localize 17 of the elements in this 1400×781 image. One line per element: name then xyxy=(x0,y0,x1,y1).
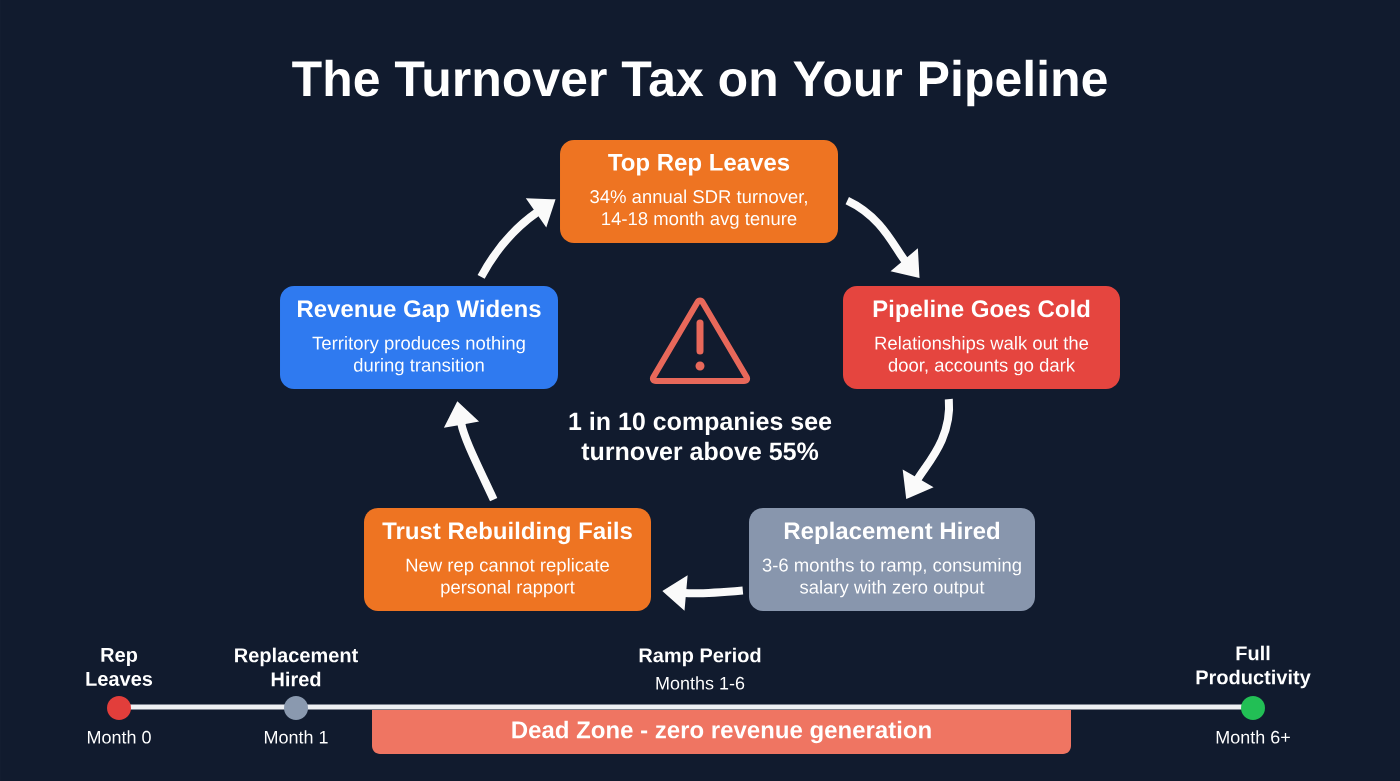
process-box: Trust Rebuilding Fails New rep cannot replicate personal rapport xyxy=(364,508,651,611)
process-box: Pipeline Goes Cold Relationships walk out the door, accounts go dark xyxy=(843,286,1120,389)
timeline-label: Rep Leaves xyxy=(86,648,153,686)
highlight-bar: Dead Zone - zero revenue generation xyxy=(372,710,1071,754)
timeline-label: Month 0 xyxy=(87,730,151,744)
title: The Turnover Tax on Your Pipeline xyxy=(292,59,1107,107)
statistic-text: 1 in 10 companies see turnover above 55% xyxy=(569,411,832,461)
timeline-label: Replacement Hired xyxy=(235,647,358,687)
timeline-label: Full Productivity xyxy=(1196,645,1311,689)
arrow xyxy=(845,197,920,278)
process-box: Top Rep Leaves 34% annual SDR turnover, 14-18 month avg tenure xyxy=(560,140,838,243)
timeline-label: Months 1-6 xyxy=(656,676,745,690)
process-box: Revenue Gap Widens Territory produces nothing during transition xyxy=(280,286,558,389)
timeline-label: Ramp Period xyxy=(639,647,761,667)
process-box: Replacement Hired 3-6 months to ramp, consuming salary with zero output xyxy=(749,508,1035,611)
timeline-label: Month 1 xyxy=(264,730,328,744)
timeline-label: Month 6+ xyxy=(1216,730,1290,744)
